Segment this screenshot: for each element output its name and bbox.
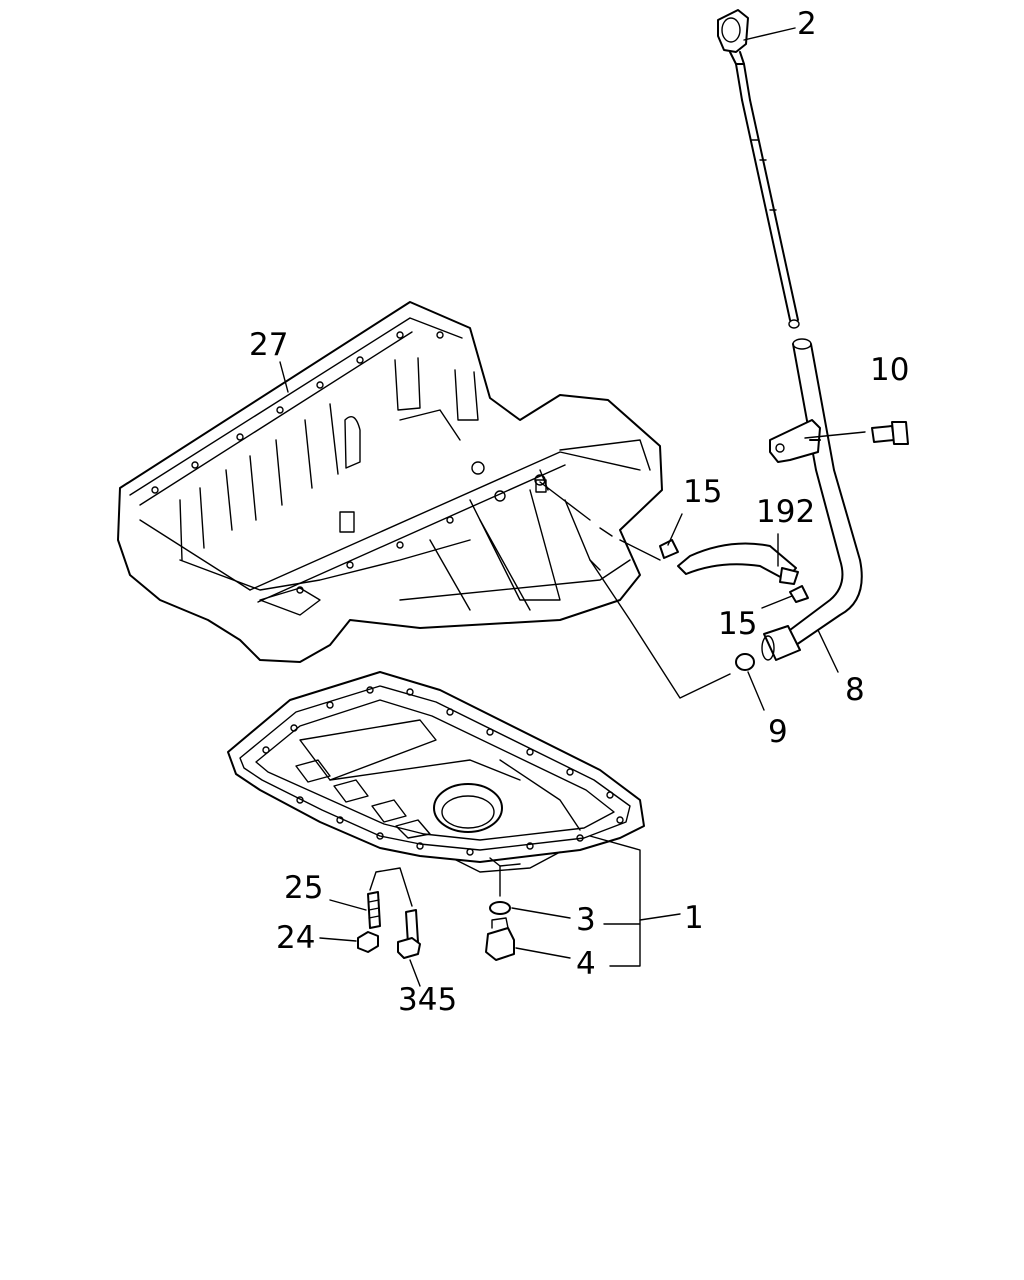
drain-plug <box>485 917 515 961</box>
callout-4: 4 <box>576 946 596 982</box>
callout-15-lower: 15 <box>718 606 757 642</box>
dipstick <box>717 9 800 329</box>
callout-1: 1 <box>684 900 704 936</box>
hose <box>677 542 799 585</box>
callout-labels: 2 27 10 15 192 15 8 9 1 3 4 25 24 345 <box>249 6 909 1018</box>
seal-washer <box>489 901 511 915</box>
callout-15-upper: 15 <box>683 474 722 510</box>
callout-345: 345 <box>398 982 457 1018</box>
pan-bolt <box>397 909 421 959</box>
callout-9: 9 <box>768 714 788 750</box>
callout-2: 2 <box>797 6 817 42</box>
callout-192: 192 <box>756 494 815 530</box>
stud <box>367 891 381 929</box>
leader-lines <box>279 27 866 987</box>
clip-lower <box>789 585 809 603</box>
guide-tube <box>761 338 863 661</box>
callout-24: 24 <box>276 920 315 956</box>
clip-upper <box>659 539 679 559</box>
o-ring <box>735 653 755 671</box>
callout-3: 3 <box>576 902 596 938</box>
lower-oil-pan <box>227 671 645 873</box>
upper-oil-pan <box>117 301 663 663</box>
callout-10: 10 <box>870 352 909 388</box>
nut <box>357 931 379 953</box>
callout-8: 8 <box>845 672 865 708</box>
bracket-bolt <box>769 419 909 463</box>
callout-25: 25 <box>284 870 323 906</box>
callout-27: 27 <box>249 327 288 363</box>
